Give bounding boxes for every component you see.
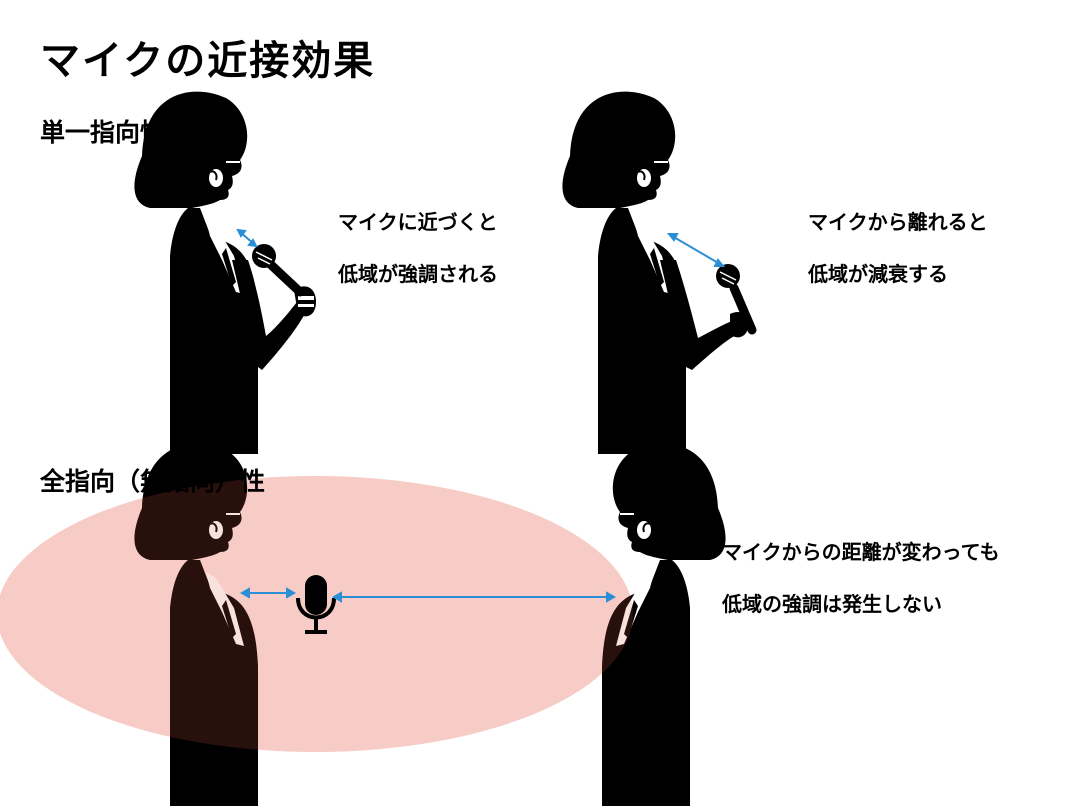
section-heading-omnidirectional: 全指向（無指向）性	[40, 467, 266, 496]
far-distance-arrow	[666, 233, 726, 267]
handheld-microphone-near-icon	[252, 244, 305, 297]
person-omni-far-icon	[602, 442, 727, 806]
near-caption-line2: 低域が強調される	[338, 262, 498, 286]
far-caption-line2: 低域が減衰する	[808, 262, 948, 286]
omni-far-distance-arrow	[331, 591, 617, 603]
far-caption-line1: マイクから離れると	[808, 210, 988, 234]
omni-near-distance-arrow	[239, 587, 297, 599]
section-heading-unidirectional: 単一指向性	[40, 118, 166, 147]
page-title: マイクの近接効果	[40, 38, 376, 84]
condenser-microphone-icon	[296, 575, 336, 634]
omni-caption-line2: 低域の強調は発生しない	[722, 592, 942, 616]
handheld-microphone-far-icon	[716, 264, 757, 335]
near-distance-arrow	[236, 228, 258, 248]
near-caption-line1: マイクに近づくと	[338, 210, 498, 234]
omni-caption-line1: マイクからの距離が変わっても	[722, 540, 1000, 564]
